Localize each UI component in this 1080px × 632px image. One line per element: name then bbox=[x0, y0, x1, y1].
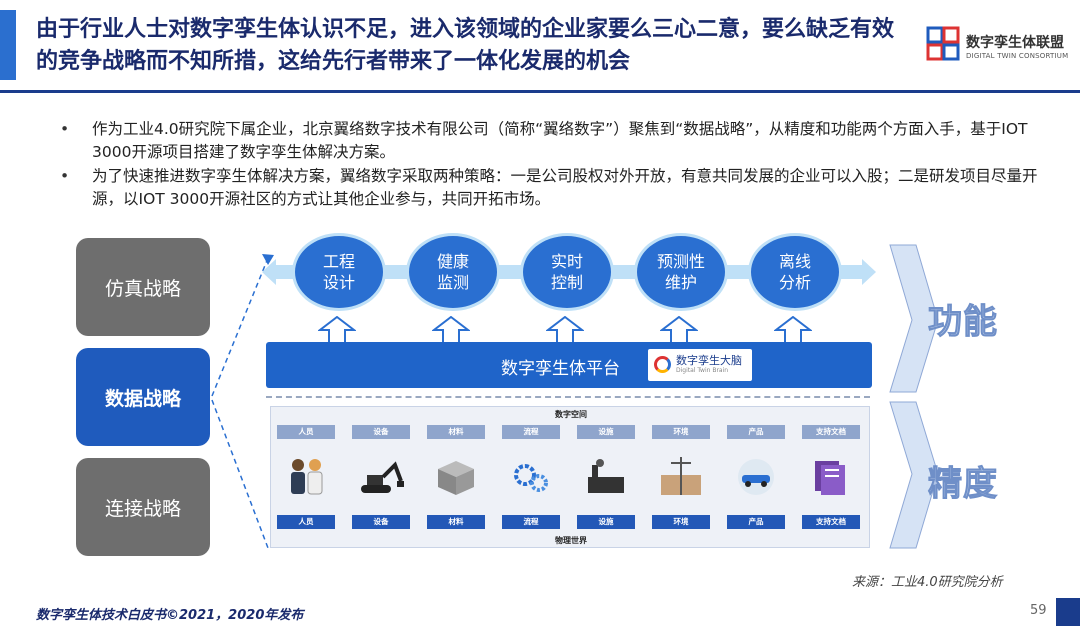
physical-tag: 人员 bbox=[277, 515, 335, 529]
bullet-item: 为了快速推进数字孪生体解决方案，翼络数字采取两种策略：一是公司股权对外开放，有意… bbox=[60, 165, 1040, 211]
function-realtime-control: 实时控制 bbox=[520, 233, 614, 311]
consortium-logo-icon bbox=[926, 26, 960, 62]
function-line2: 控制 bbox=[551, 273, 583, 292]
function-engineering-design: 工程设计 bbox=[292, 233, 386, 311]
space-panel: 数字空间 人员 设备 材料 流程 设施 环境 产品 支持文档 人员 设备 材料 … bbox=[270, 406, 870, 548]
function-line2: 维护 bbox=[665, 273, 697, 292]
physical-tag: 流程 bbox=[502, 515, 560, 529]
physical-tag: 设备 bbox=[352, 515, 410, 529]
physical-tag: 产品 bbox=[727, 515, 785, 529]
digital-tag: 支持文档 bbox=[802, 425, 860, 439]
environment-icon bbox=[657, 455, 705, 499]
report-footer: 数字孪生体技术白皮书©2021，2020年发布 bbox=[36, 604, 303, 623]
function-line1: 工程 bbox=[323, 252, 355, 271]
function-side-label: 功能 bbox=[928, 294, 998, 343]
logo-english: DIGITAL TWIN CONSORTIUM bbox=[966, 52, 1068, 60]
digital-space-label: 数字空间 bbox=[271, 409, 871, 420]
physical-world-label: 物理世界 bbox=[271, 535, 871, 546]
digital-tag: 设施 bbox=[577, 425, 635, 439]
digital-tag: 设备 bbox=[352, 425, 410, 439]
page-tab bbox=[1056, 598, 1080, 626]
function-line2: 分析 bbox=[779, 273, 811, 292]
brain-badge-english: Digital Twin Brain bbox=[676, 367, 728, 374]
bullet-item: 作为工业4.0研究院下属企业，北京翼络数字技术有限公司（简称“翼络数字”）聚焦到… bbox=[60, 118, 1040, 164]
digital-twin-platform: 数字孪生体平台 数字孪生大脑 Digital Twin Brain bbox=[266, 342, 872, 388]
up-arrow-icon bbox=[318, 316, 356, 344]
function-line1: 实时 bbox=[551, 252, 583, 271]
page-number: 59 bbox=[1030, 603, 1047, 618]
function-predictive-maintenance: 预测性维护 bbox=[634, 233, 728, 311]
physical-tag: 环境 bbox=[652, 515, 710, 529]
physical-tag: 材料 bbox=[427, 515, 485, 529]
digital-tag: 材料 bbox=[427, 425, 485, 439]
consortium-logo: 数字孪生体联盟 DIGITAL TWIN CONSORTIUM bbox=[926, 26, 1076, 66]
dashed-divider bbox=[266, 396, 870, 398]
people-icon bbox=[282, 455, 330, 499]
physical-tag: 设施 bbox=[577, 515, 635, 529]
strategy-simulation: 仿真战略 bbox=[76, 238, 210, 336]
physical-tag: 支持文档 bbox=[802, 515, 860, 529]
function-line2: 设计 bbox=[323, 273, 355, 292]
digital-tag: 人员 bbox=[277, 425, 335, 439]
function-line1: 预测性 bbox=[657, 252, 705, 271]
digital-tag: 流程 bbox=[502, 425, 560, 439]
process-gears-icon bbox=[507, 455, 555, 499]
function-line2: 监测 bbox=[437, 273, 469, 292]
documents-icon bbox=[807, 455, 855, 499]
title-bar: 由于行业人士对数字孪生体认识不足，进入该领域的企业家要么三心二意，要么缺乏有效的… bbox=[0, 0, 1080, 92]
title-rule bbox=[0, 90, 1080, 93]
excavator-icon bbox=[357, 455, 405, 499]
title-accent bbox=[0, 10, 16, 80]
materials-icon bbox=[432, 455, 480, 499]
strategy-connection: 连接战略 bbox=[76, 458, 210, 556]
digital-twin-brain-badge: 数字孪生大脑 Digital Twin Brain bbox=[648, 349, 752, 381]
bullet-list: 作为工业4.0研究院下属企业，北京翼络数字技术有限公司（简称“翼络数字”）聚焦到… bbox=[60, 118, 1040, 212]
precision-side-label: 精度 bbox=[928, 456, 998, 505]
up-arrow-icon bbox=[546, 316, 584, 344]
page-title: 由于行业人士对数字孪生体认识不足，进入该领域的企业家要么三心二意，要么缺乏有效的… bbox=[36, 14, 896, 78]
digital-tag: 产品 bbox=[727, 425, 785, 439]
function-health-monitoring: 健康监测 bbox=[406, 233, 500, 311]
up-arrow-icon bbox=[432, 316, 470, 344]
strategy-data: 数据战略 bbox=[76, 348, 210, 446]
logo-name: 数字孪生体联盟 bbox=[966, 32, 1064, 52]
function-line1: 离线 bbox=[779, 252, 811, 271]
up-arrow-icon bbox=[660, 316, 698, 344]
function-offline-analysis: 离线分析 bbox=[748, 233, 842, 311]
brain-badge-name: 数字孪生大脑 bbox=[676, 352, 742, 368]
car-icon bbox=[732, 455, 780, 499]
digital-tag: 环境 bbox=[652, 425, 710, 439]
up-arrow-icon bbox=[774, 316, 812, 344]
factory-icon bbox=[582, 455, 630, 499]
function-line1: 健康 bbox=[437, 252, 469, 271]
brain-logo-icon bbox=[654, 356, 671, 373]
source-note: 来源：工业4.0研究院分析 bbox=[852, 571, 1003, 590]
platform-label: 数字孪生体平台 bbox=[501, 354, 620, 379]
